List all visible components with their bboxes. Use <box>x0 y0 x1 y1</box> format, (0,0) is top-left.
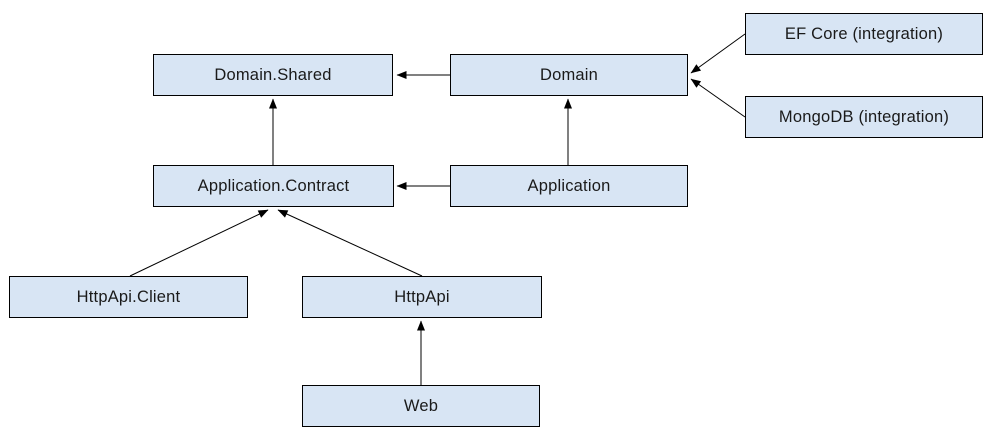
node-label-application: Application <box>527 176 611 195</box>
node-web: Web <box>302 385 540 427</box>
node-label-ef-core: EF Core (integration) <box>784 24 944 43</box>
node-domain: Domain <box>450 54 688 96</box>
node-label-httpapi-client: HttpApi.Client <box>76 287 181 306</box>
edge-mongodb-to-domain <box>690 78 746 118</box>
edge-httpapi-client-to-application-contract <box>129 209 269 277</box>
node-ef-core: EF Core (integration) <box>745 13 983 55</box>
node-mongodb: MongoDB (integration) <box>745 96 983 138</box>
node-label-domain: Domain <box>539 65 599 84</box>
edge-ef-core-to-domain <box>690 33 746 74</box>
node-domain-shared: Domain.Shared <box>153 54 393 96</box>
node-label-httpapi: HttpApi <box>394 287 450 306</box>
node-label-mongodb: MongoDB (integration) <box>778 107 950 126</box>
node-httpapi: HttpApi <box>302 276 542 318</box>
node-label-domain-shared: Domain.Shared <box>214 65 332 84</box>
node-httpapi-client: HttpApi.Client <box>9 276 248 318</box>
edge-httpapi-to-application-contract <box>277 209 423 277</box>
node-label-application-contract: Application.Contract <box>197 176 350 195</box>
node-application: Application <box>450 165 688 207</box>
node-application-contract: Application.Contract <box>153 165 394 207</box>
node-label-web: Web <box>403 396 439 415</box>
